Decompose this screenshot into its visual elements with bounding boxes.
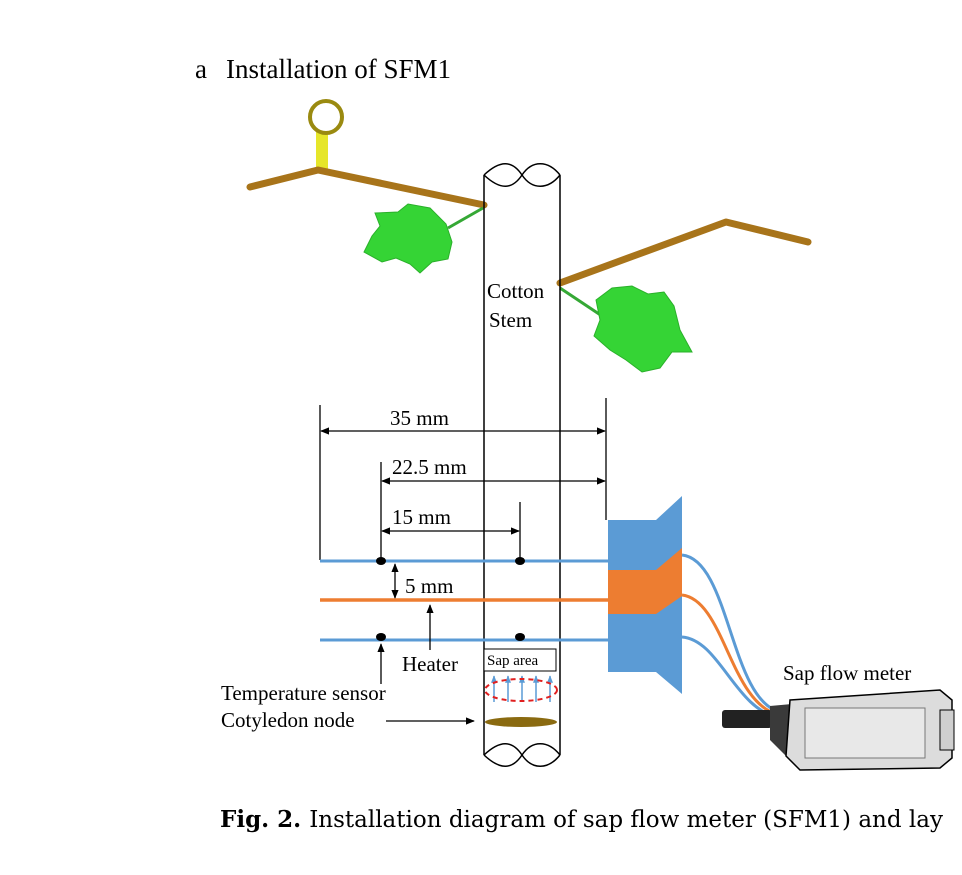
right-branch <box>556 218 812 373</box>
meter-end-cap <box>939 709 955 751</box>
stem-bottom-break-back <box>483 743 561 767</box>
meter-panel <box>804 707 926 759</box>
heater-cable <box>681 593 781 717</box>
left-branch <box>246 99 488 274</box>
temperature-sensor-label: Temperature sensor <box>221 681 386 705</box>
sensor-clamp <box>608 496 682 694</box>
left-branch-stick <box>246 166 488 209</box>
sap-area-box <box>483 648 557 672</box>
cotyledon-node <box>485 717 557 727</box>
cotton-stem <box>483 163 561 767</box>
dimension-22-5mm <box>380 462 606 560</box>
lower-sensor-cable <box>681 635 781 720</box>
sap-area-label: Sap area <box>487 653 539 669</box>
heater-clamp-band <box>608 548 682 614</box>
stem-top-break-back <box>483 163 561 187</box>
tag-stalk <box>316 130 328 172</box>
right-leaf <box>593 285 693 373</box>
sap-flow-meter-label: Sap flow meter <box>783 661 911 685</box>
upper-sensor-cable <box>681 553 781 714</box>
sensor-dot <box>515 633 525 641</box>
right-leaf-petiole <box>559 286 603 318</box>
stem-label-line1: Cotton <box>487 279 545 303</box>
dim-35mm-label: 35 mm <box>390 406 449 430</box>
panel-letter: a <box>195 54 207 84</box>
sensor-dot <box>376 633 386 641</box>
dim-22-5mm-label: 22.5 mm <box>392 455 467 479</box>
figure-caption-prefix: Fig. 2. <box>220 806 302 833</box>
heater-label: Heater <box>402 652 458 676</box>
right-branch-stick <box>556 218 812 287</box>
cotyledon-node-label: Cotyledon node <box>221 708 355 732</box>
figure-caption-text: Installation diagram of sap flow meter (… <box>309 807 943 833</box>
left-leaf <box>363 203 453 274</box>
figure-caption: Fig. 2. Installation diagram of sap flow … <box>220 806 943 833</box>
sap-area-ring <box>484 678 558 702</box>
stem-label-line2: Stem <box>489 308 532 332</box>
tag-ring <box>308 99 344 135</box>
sap-flow-meter-device <box>722 689 955 771</box>
dim-15mm-label: 15 mm <box>392 505 451 529</box>
dimension-35mm <box>319 398 607 560</box>
sensor-dot <box>376 557 386 565</box>
meter-cable-plug <box>722 710 772 728</box>
dimension-15mm <box>381 502 521 560</box>
sensor-dot <box>515 557 525 565</box>
panel-title: Installation of SFM1 <box>226 54 451 84</box>
left-leaf-petiole <box>447 206 484 230</box>
dim-5mm-label: 5 mm <box>405 574 453 598</box>
